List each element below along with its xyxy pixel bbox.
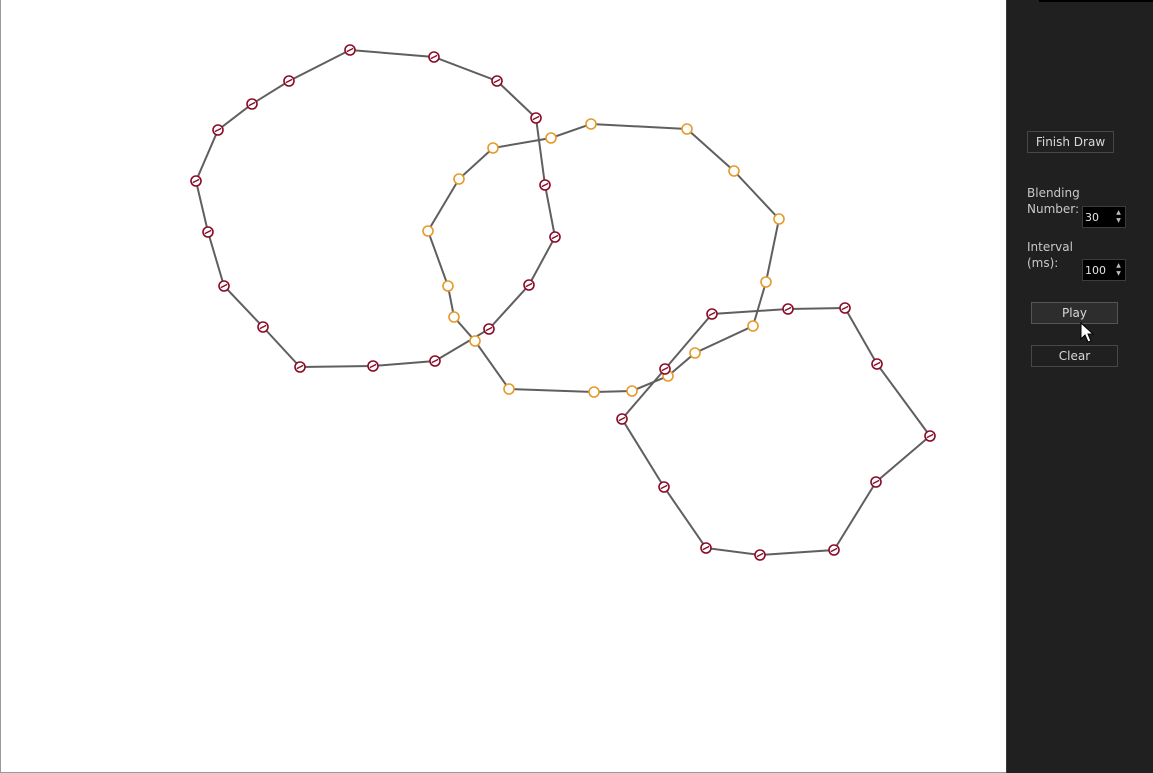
control-point[interactable] bbox=[659, 363, 671, 375]
control-point[interactable] bbox=[428, 51, 440, 63]
control-point[interactable] bbox=[483, 323, 495, 335]
control-point[interactable] bbox=[828, 544, 840, 556]
control-point[interactable] bbox=[246, 98, 258, 110]
blend-point[interactable] bbox=[747, 320, 759, 332]
blending-number-spinbox[interactable]: ▲ ▼ bbox=[1082, 206, 1126, 228]
spin-down-icon[interactable]: ▼ bbox=[1116, 217, 1121, 224]
blending-label-line2: Number: bbox=[1027, 202, 1080, 216]
control-point[interactable] bbox=[549, 231, 561, 243]
control-point[interactable] bbox=[700, 542, 712, 554]
control-point[interactable] bbox=[924, 430, 936, 442]
control-point[interactable] bbox=[539, 179, 551, 191]
blend-point[interactable] bbox=[442, 280, 454, 292]
control-point[interactable] bbox=[294, 361, 306, 373]
control-point[interactable] bbox=[870, 476, 882, 488]
control-point[interactable] bbox=[190, 175, 202, 187]
control-point[interactable] bbox=[839, 302, 851, 314]
interval-spinbox[interactable]: ▲ ▼ bbox=[1082, 259, 1126, 281]
blending-spin-arrows[interactable]: ▲ ▼ bbox=[1114, 209, 1123, 225]
control-point[interactable] bbox=[367, 360, 379, 372]
blend-point[interactable] bbox=[487, 142, 499, 154]
blend-point[interactable] bbox=[588, 386, 600, 398]
control-point[interactable] bbox=[218, 280, 230, 292]
interval-label-line2: (ms): bbox=[1027, 256, 1059, 270]
clear-button[interactable]: Clear bbox=[1031, 345, 1118, 367]
control-panel: Finish Draw Blending Number: ▲ ▼ Interva… bbox=[1006, 0, 1153, 773]
control-point[interactable] bbox=[523, 279, 535, 291]
blend-point[interactable] bbox=[689, 347, 701, 359]
blend-point[interactable] bbox=[422, 225, 434, 237]
control-point[interactable] bbox=[257, 321, 269, 333]
shapes-layer[interactable] bbox=[1, 0, 1007, 773]
control-point[interactable] bbox=[706, 308, 718, 320]
interval-label: Interval (ms): bbox=[1027, 239, 1073, 271]
control-point[interactable] bbox=[530, 112, 542, 124]
spin-up-icon[interactable]: ▲ bbox=[1116, 262, 1121, 269]
blending-number-label: Blending Number: bbox=[1027, 185, 1080, 217]
blend-point[interactable] bbox=[760, 276, 772, 288]
blend-point[interactable] bbox=[453, 173, 465, 185]
blend-point[interactable] bbox=[448, 311, 460, 323]
control-point[interactable] bbox=[658, 481, 670, 493]
blend-point[interactable] bbox=[626, 385, 638, 397]
control-point[interactable] bbox=[754, 549, 766, 561]
hexagon-polygon[interactable] bbox=[616, 302, 936, 561]
blending-number-input[interactable] bbox=[1083, 207, 1115, 227]
blend-point[interactable] bbox=[545, 132, 557, 144]
play-button[interactable]: Play bbox=[1031, 302, 1118, 324]
drawing-canvas[interactable] bbox=[0, 0, 1006, 773]
left-polygon-outline bbox=[194, 48, 557, 369]
control-point[interactable] bbox=[202, 226, 214, 238]
blend-point[interactable] bbox=[728, 165, 740, 177]
control-point[interactable] bbox=[212, 124, 224, 136]
spin-up-icon[interactable]: ▲ bbox=[1116, 209, 1121, 216]
control-point[interactable] bbox=[616, 413, 628, 425]
control-point[interactable] bbox=[283, 75, 295, 87]
interval-label-line1: Interval bbox=[1027, 240, 1073, 254]
interval-spin-arrows[interactable]: ▲ ▼ bbox=[1114, 262, 1123, 278]
control-point[interactable] bbox=[871, 358, 883, 370]
blending-label-line1: Blending bbox=[1027, 186, 1080, 200]
control-point[interactable] bbox=[782, 303, 794, 315]
finish-draw-button[interactable]: Finish Draw bbox=[1027, 131, 1114, 153]
control-point[interactable] bbox=[344, 44, 356, 56]
top-accent-bar bbox=[1039, 0, 1153, 2]
blend-point[interactable] bbox=[773, 213, 785, 225]
blend-polygon[interactable] bbox=[422, 118, 785, 398]
left-polygon[interactable] bbox=[190, 44, 561, 373]
interval-input[interactable] bbox=[1083, 260, 1115, 280]
control-point[interactable] bbox=[429, 355, 441, 367]
blend-point[interactable] bbox=[681, 123, 693, 135]
blend-point[interactable] bbox=[585, 118, 597, 130]
spin-down-icon[interactable]: ▼ bbox=[1116, 270, 1121, 277]
control-point[interactable] bbox=[491, 75, 503, 87]
blend-point[interactable] bbox=[469, 335, 481, 347]
hexagon-polygon-outline bbox=[620, 306, 932, 557]
blend-polygon-outline bbox=[426, 122, 781, 394]
blend-point[interactable] bbox=[503, 383, 515, 395]
